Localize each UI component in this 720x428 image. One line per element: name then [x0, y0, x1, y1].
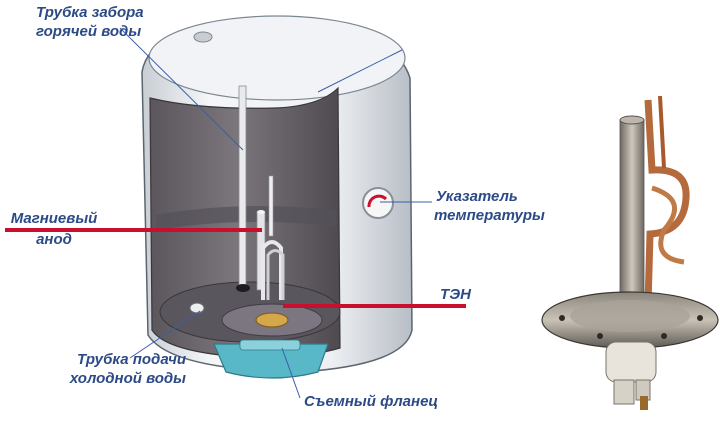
label-heating-element: ТЭН [440, 285, 471, 304]
label-magnesium-anode: Магниевый анод [6, 209, 102, 249]
top-port [193, 31, 213, 43]
removable-flange [213, 343, 329, 379]
flange-hole-4 [661, 333, 667, 339]
flange-hole-1 [559, 315, 565, 321]
heating-element-photo-icon [541, 95, 719, 410]
water-heater-cutaway-icon [141, 15, 413, 379]
label-hot-water-pipe: Трубка забора горячей воды [36, 3, 144, 41]
tank-top [148, 15, 406, 101]
label-removable-flange: Съемный фланец [304, 392, 438, 411]
label-temperature-indicator: Указатель температуры [434, 187, 545, 225]
label-temperature-indicator-line2: температуры [434, 207, 545, 224]
steel-tube [619, 119, 645, 311]
temperature-gauge [362, 187, 394, 219]
cold-pipe-leader [129, 310, 201, 359]
gauge-needle [367, 194, 388, 208]
label-hot-water-pipe-line2: горячей воды [36, 23, 142, 40]
flange-hole-3 [597, 333, 603, 339]
label-cold-water-pipe-line1: Трубка подачи [77, 351, 186, 368]
anode-tip [257, 210, 265, 214]
label-cold-water-pipe-line2: холодной воды [69, 370, 186, 387]
label-cold-water-pipe: Трубка подачи холодной воды [46, 350, 186, 388]
steel-tube-top [619, 115, 645, 125]
flange-nut [255, 312, 289, 328]
label-magnesium-anode-line1: Магниевый [10, 210, 98, 227]
flange-disc-inner [570, 300, 690, 332]
hot-water-pipe [238, 85, 247, 287]
flange-top-plate [239, 339, 301, 351]
pipe-outlet [236, 284, 250, 292]
cold-water-inlet [189, 302, 205, 314]
terminal-screw [640, 396, 648, 410]
copper-loop-outer [644, 99, 690, 306]
label-removable-flange-text: Съемный фланец [304, 393, 439, 410]
terminal-left [613, 379, 635, 405]
flange-leader [281, 347, 301, 399]
thermostat-block [605, 341, 657, 383]
leader-lines [5, 27, 466, 399]
flange-hole-2 [697, 315, 703, 321]
label-temperature-indicator-line1: Указатель [436, 188, 518, 205]
label-hot-water-pipe-line1: Трубка забора [36, 4, 144, 21]
copper-rod [658, 95, 666, 169]
heating-element-loop-1 [261, 240, 283, 300]
hot-pipe-leader [119, 27, 244, 151]
label-heating-element-text: ТЭН [440, 286, 471, 303]
label-magnesium-anode-line2: анод [36, 231, 72, 248]
shell-leader [317, 49, 403, 93]
copper-loop-inner [651, 185, 685, 265]
thermostat-rod [268, 175, 274, 237]
heating-element-loop-2 [266, 249, 285, 300]
